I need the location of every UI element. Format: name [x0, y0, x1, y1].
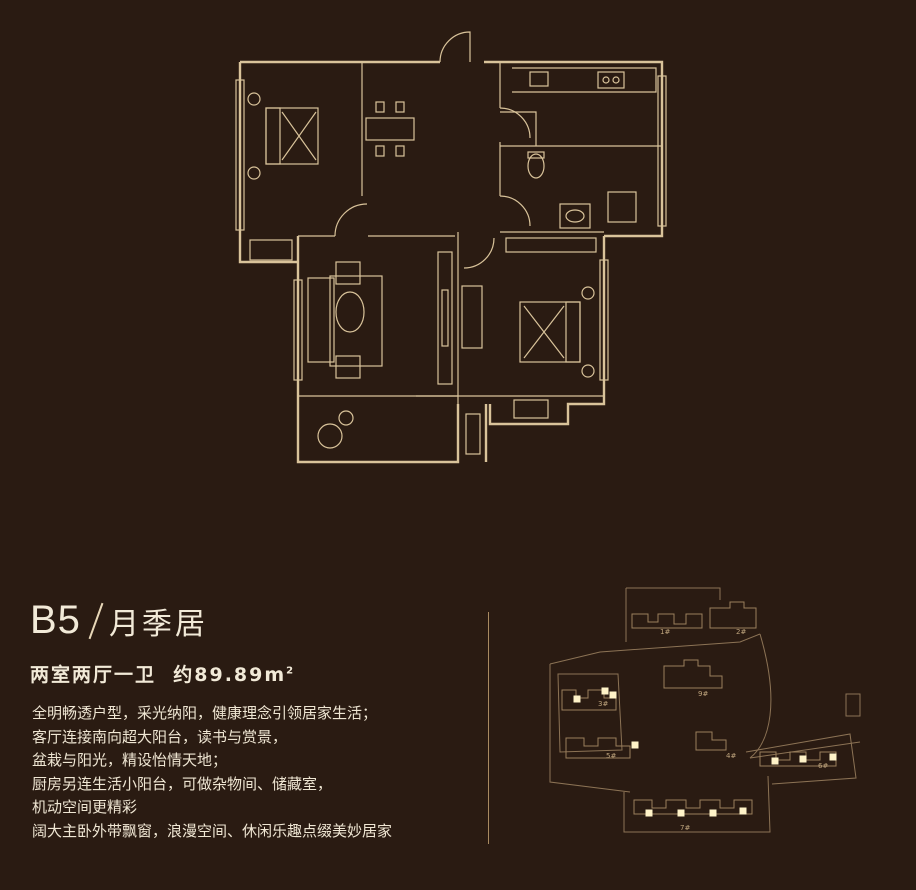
- site-roads: [549, 587, 861, 833]
- exterior-walls: [238, 60, 664, 464]
- building-label: 6#: [818, 762, 828, 770]
- unit-title: B5 月季居: [30, 598, 208, 643]
- highlighted-b5-units: [573, 687, 837, 817]
- building-label: 3#: [598, 700, 608, 708]
- vertical-divider: [488, 612, 489, 844]
- building-label: 1#: [660, 628, 670, 636]
- unit-layout: 两室两厅一卫: [30, 664, 157, 686]
- dining-table: [365, 101, 415, 157]
- interior-walls: [298, 62, 662, 404]
- unit-code: B5: [30, 598, 81, 642]
- building-label: 5#: [606, 752, 616, 760]
- building-label: 7#: [680, 824, 690, 832]
- area-unit-sup: 2: [286, 665, 296, 677]
- bedroom-master: [461, 237, 597, 378]
- doors: [334, 31, 531, 269]
- description-line: 客厅连接南向超大阳台，读书与赏景，: [32, 727, 288, 746]
- bedroom-secondary: [247, 92, 319, 180]
- site-plan-map: 2# 3# 9# 5# 4# 6# 7# 1#: [549, 587, 861, 833]
- description-line: 厨房另连生活小阳台，可做杂物间、储藏室，: [32, 774, 333, 793]
- unit-name: 月季居: [108, 606, 208, 642]
- building-label: 9#: [698, 690, 708, 698]
- unit-layout-area: 两室两厅一卫 约89.89m2: [30, 660, 295, 687]
- description-line: 阔大主卧外带飘窗，浪漫空间、休闲乐趣点缀美妙居家: [32, 821, 393, 840]
- unit-area: 约89.89m: [173, 664, 287, 686]
- title-slash: [88, 602, 104, 639]
- balcony-table: [317, 410, 354, 449]
- living-room-furniture: [307, 251, 453, 385]
- bathroom: [527, 151, 637, 229]
- unit-description: 全明畅透户型，采光纳阳，健康理念引领居家生活； 客厅连接南向超大阳台，读书与赏景…: [32, 702, 392, 843]
- floor-plan-drawing: [235, 31, 667, 464]
- windows: [235, 75, 667, 455]
- building-label: 4#: [726, 752, 736, 760]
- building-label: 2#: [736, 628, 746, 636]
- description-line: 全明畅透户型，采光纳阳，健康理念引领居家生活；: [32, 704, 378, 722]
- kitchen-counter: [512, 67, 657, 93]
- description-line: 机动空间更精彩: [32, 798, 138, 816]
- description-line: 盆栽与阳光，精设怡情天地；: [32, 751, 228, 769]
